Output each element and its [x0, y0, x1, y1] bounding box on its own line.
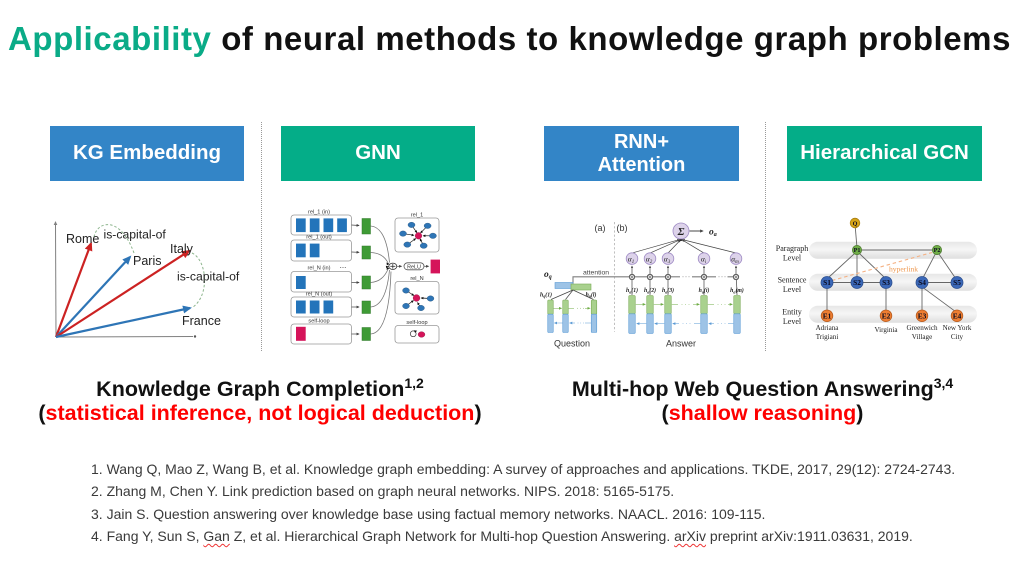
svg-text:Q: Q — [853, 220, 858, 227]
svg-text:Level: Level — [783, 317, 802, 326]
svg-text:New York: New York — [943, 324, 972, 332]
svg-text:E4: E4 — [953, 311, 962, 320]
svg-text:ha(m): ha(m) — [730, 287, 744, 294]
svg-text:E3: E3 — [918, 311, 927, 320]
svg-text:rel_1: rel_1 — [411, 213, 423, 219]
svg-text:αm: αm — [731, 254, 739, 264]
svg-text:rel_1 (in): rel_1 (in) — [308, 210, 330, 216]
svg-text:Italy: Italy — [170, 242, 194, 256]
svg-text:Level: Level — [783, 285, 802, 294]
svg-text:Answer: Answer — [666, 339, 696, 349]
svg-text:Village: Village — [912, 333, 932, 341]
svg-text:attention: attention — [583, 269, 609, 276]
svg-text:ha(2): ha(2) — [644, 287, 656, 294]
svg-text:oa: oa — [709, 228, 717, 239]
svg-text:αi: αi — [701, 254, 707, 264]
svg-text:(a): (a) — [595, 223, 606, 233]
svg-text:...: ... — [340, 261, 347, 270]
svg-text:ReLU: ReLU — [407, 264, 421, 270]
svg-text:self-loop: self-loop — [308, 319, 329, 325]
svg-text:ha(i): ha(i) — [699, 287, 710, 294]
svg-text:Paris: Paris — [133, 254, 161, 268]
svg-text:α1: α1 — [628, 254, 634, 264]
svg-text:is-capital-of: is-capital-of — [104, 228, 167, 242]
svg-text:hyperlink: hyperlink — [889, 265, 918, 274]
svg-text:S1: S1 — [823, 278, 831, 287]
svg-text:S2: S2 — [853, 278, 861, 287]
svg-text:S4: S4 — [918, 278, 926, 287]
svg-text:hq(1): hq(1) — [540, 292, 552, 299]
svg-text:(b): (b) — [617, 223, 628, 233]
svg-text:rel_N (out): rel_N (out) — [306, 292, 333, 298]
svg-text:ha(1): ha(1) — [626, 287, 638, 294]
svg-text:Paragraph: Paragraph — [776, 244, 808, 253]
svg-text:α2: α2 — [646, 254, 653, 264]
svg-text:E2: E2 — [882, 311, 891, 320]
svg-text:Greenwich: Greenwich — [906, 324, 938, 332]
svg-text:self-loop: self-loop — [406, 320, 427, 326]
svg-text:rel_N: rel_N — [410, 276, 423, 282]
svg-text:Rome: Rome — [66, 232, 99, 246]
svg-text:Trigiani: Trigiani — [816, 333, 839, 341]
svg-text:S3: S3 — [882, 278, 890, 287]
svg-text:France: France — [182, 314, 221, 328]
svg-text:rel_1 (out): rel_1 (out) — [306, 235, 332, 241]
svg-text:α3: α3 — [664, 254, 671, 264]
svg-text:is-capital-of: is-capital-of — [177, 270, 240, 284]
svg-text:Virginia: Virginia — [874, 326, 898, 334]
svg-text:oq: oq — [544, 270, 552, 281]
svg-text:hq(l): hq(l) — [586, 292, 597, 299]
svg-text:Adriana: Adriana — [816, 324, 840, 332]
svg-text:Level: Level — [783, 254, 802, 263]
svg-text:City: City — [951, 333, 964, 341]
svg-text:S5: S5 — [953, 278, 961, 287]
svg-text:P2: P2 — [934, 247, 941, 254]
svg-text:P1: P1 — [854, 247, 861, 254]
svg-text:E1: E1 — [823, 311, 832, 320]
svg-text:ha(3): ha(3) — [662, 287, 674, 294]
svg-text:Entity: Entity — [782, 308, 802, 317]
svg-text:rel_N (in): rel_N (in) — [307, 266, 330, 272]
svg-text:Sentence: Sentence — [778, 276, 807, 285]
svg-text:Question: Question — [554, 339, 590, 349]
svg-text:Σ: Σ — [677, 226, 685, 238]
